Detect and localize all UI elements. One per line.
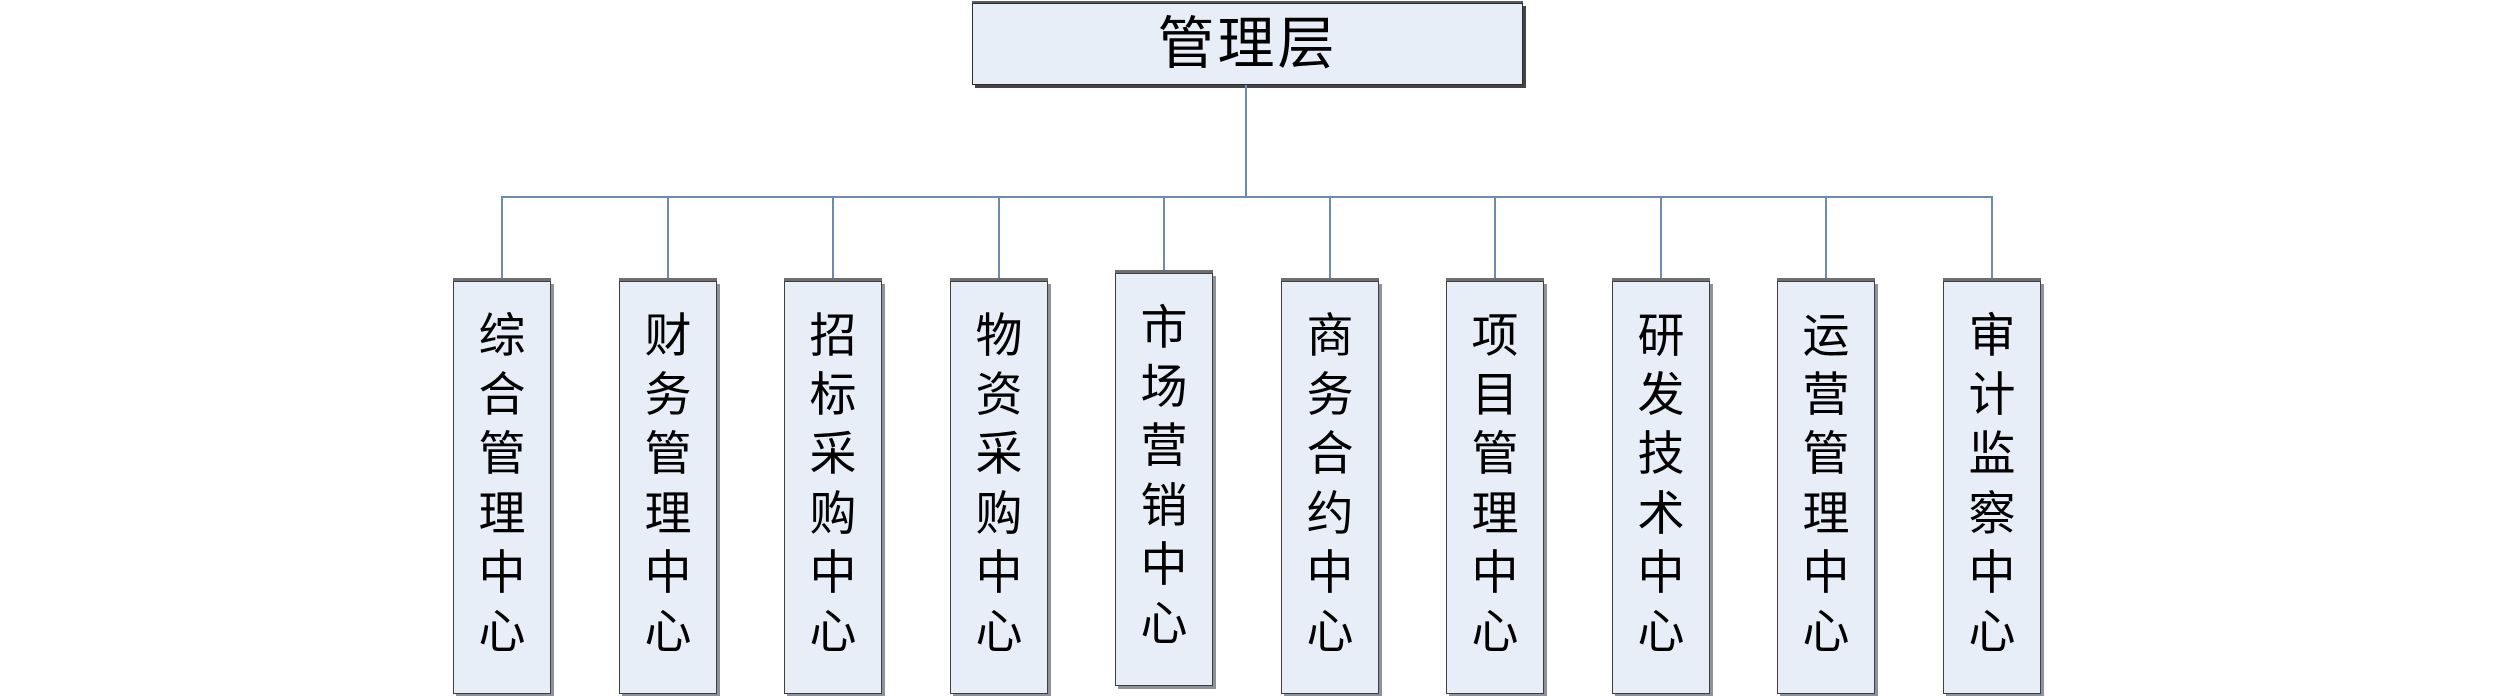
- dept-node-label: 项目管理中心: [1471, 311, 1519, 660]
- dept-node: 综合管理中心: [453, 281, 551, 694]
- connector-drop: [1494, 196, 1496, 281]
- connector-drop: [667, 196, 669, 281]
- dept-node-label: 商务合约中心: [1306, 311, 1354, 660]
- dept-node-label: 运营管理中心: [1802, 311, 1850, 660]
- dept-node: 物资采购中心: [950, 281, 1048, 694]
- connector-drop: [1825, 196, 1827, 281]
- dept-node: 商务合约中心: [1281, 281, 1379, 694]
- connector-drop: [501, 196, 503, 281]
- dept-node: 招标采购中心: [784, 281, 882, 694]
- connector-drop: [1660, 196, 1662, 281]
- connector-drop: [1163, 196, 1165, 273]
- connector-drop: [832, 196, 834, 281]
- dept-node: 财务管理中心: [619, 281, 717, 694]
- dept-node-label: 综合管理中心: [478, 311, 526, 660]
- dept-node-label: 审计监察中心: [1968, 311, 2016, 660]
- dept-node-label: 市场营销中心: [1140, 303, 1188, 652]
- dept-node: 运营管理中心: [1777, 281, 1875, 694]
- dept-node: 项目管理中心: [1446, 281, 1544, 694]
- dept-node: 研发技术中心: [1612, 281, 1710, 694]
- root-node: 管理层: [972, 3, 1523, 85]
- connector-stem: [1245, 85, 1247, 198]
- connector-bus: [501, 196, 1993, 198]
- root-node-label: 管理层: [1157, 12, 1338, 76]
- dept-node-label: 财务管理中心: [644, 311, 692, 660]
- dept-node-label: 研发技术中心: [1637, 311, 1685, 660]
- connector-drop: [1991, 196, 1993, 281]
- dept-node-label: 物资采购中心: [975, 311, 1023, 660]
- connector-drop: [998, 196, 1000, 281]
- dept-node: 市场营销中心: [1115, 273, 1213, 686]
- dept-node-label: 招标采购中心: [809, 311, 857, 660]
- connector-drop: [1329, 196, 1331, 281]
- dept-node: 审计监察中心: [1943, 281, 2041, 694]
